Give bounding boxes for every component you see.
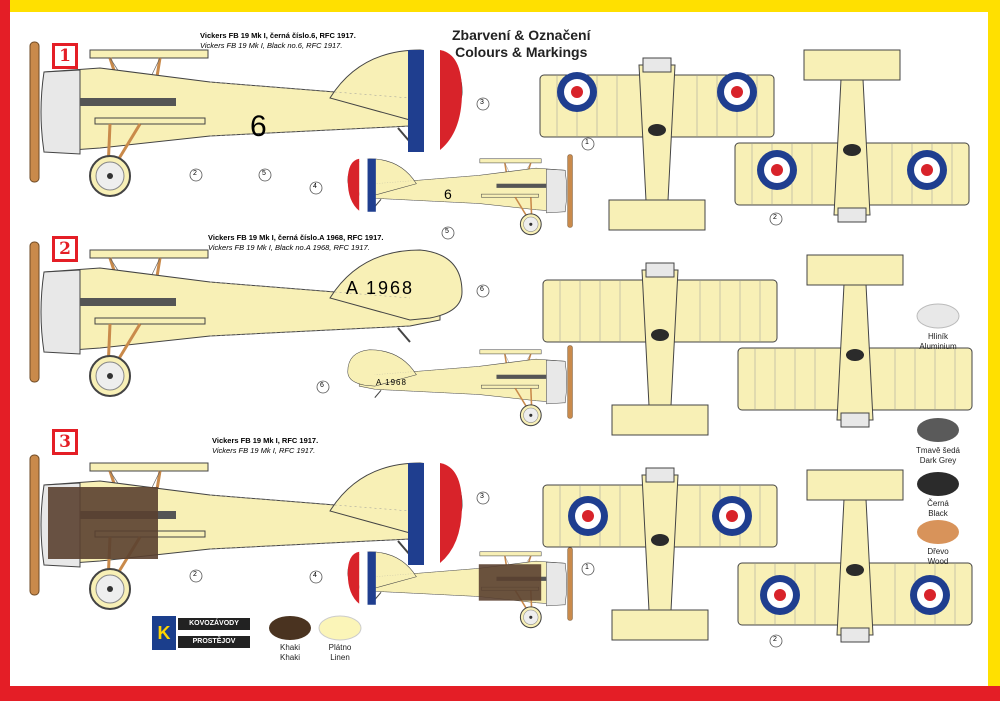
callout-3-a: 3 — [480, 99, 484, 106]
fuselage-number-1-small: 6 — [444, 186, 452, 202]
title-czech: Zbarvení & Označení — [452, 27, 591, 43]
title-english: Colours & Markings — [455, 44, 588, 60]
callout-markers — [189, 97, 783, 648]
variant-1-caption: Vickers FB 19 Mk I, černá číslo.6, RFC 1… — [200, 31, 356, 50]
logo-line-1: KOVOZÁVODY — [178, 618, 250, 630]
callout-3-b: 3 — [480, 493, 484, 500]
frame-red-stripe-left — [0, 0, 10, 701]
callout-6-b: 6 — [320, 382, 324, 389]
variant-badge-2: 2 — [52, 236, 78, 262]
logo-k-mark: K — [152, 616, 176, 650]
callout-4-b: 4 — [313, 572, 317, 579]
callout-2-d: 2 — [773, 636, 777, 643]
callout-2-c: 2 — [193, 571, 197, 578]
callout-5-b: 5 — [445, 228, 449, 235]
fuselage-number-1-large: 6 — [250, 110, 267, 143]
variant-badge-1: 1 — [52, 43, 78, 69]
callout-1-a: 1 — [585, 139, 589, 146]
fuselage-number-2-small: A 1968 — [376, 378, 407, 387]
callout-4-a: 4 — [313, 183, 317, 190]
callout-2-a: 2 — [193, 170, 197, 177]
logo-line-2: PROSTĚJOV — [178, 636, 250, 648]
variant-3-caption: Vickers FB 19 Mk I, RFC 1917. Vickers FB… — [212, 436, 319, 455]
callout-1-b: 1 — [585, 564, 589, 571]
swatch-shapes — [269, 303, 960, 641]
variant-badge-3: 3 — [52, 429, 78, 455]
kovozavody-logo: K KOVOZÁVODY PROSTĚJOV — [152, 616, 250, 652]
callout-5-a: 5 — [262, 170, 266, 177]
variant-2-caption: Vickers FB 19 Mk I, černá číslo.A 1968, … — [208, 233, 384, 252]
frame-red-stripe-bottom — [0, 686, 1000, 701]
fuselage-number-2-large: A 1968 — [346, 278, 415, 298]
callout-2-b: 2 — [773, 214, 777, 221]
title-block: Zbarvení & Označení Colours & Markings — [452, 27, 590, 61]
callout-6-a: 6 — [480, 286, 484, 293]
